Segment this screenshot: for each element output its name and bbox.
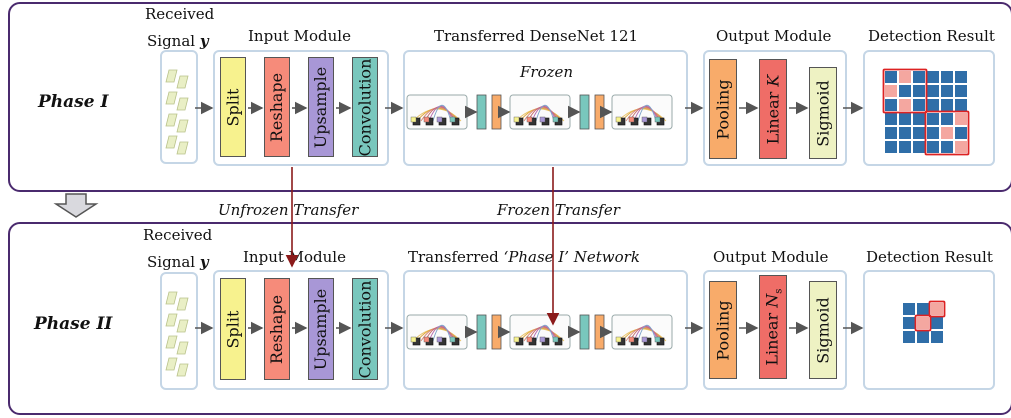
input-module-title: Input Module xyxy=(248,27,351,45)
frozen-label: Frozen xyxy=(520,63,574,81)
phase-1-label: Phase I xyxy=(38,92,109,112)
signal-label-2: Signal y xyxy=(147,253,209,271)
signal-symbol-2: y xyxy=(199,253,209,271)
frozen-transfer-label: Frozen Transfer xyxy=(497,201,620,219)
received-signal-box xyxy=(160,50,198,164)
convolution-block: Convolution xyxy=(352,57,378,157)
received-label-2: Received xyxy=(143,226,213,244)
reshape-block-2: Reshape xyxy=(264,278,290,380)
pooling-block: Pooling xyxy=(709,59,737,159)
phase-2-label: Phase II xyxy=(34,314,113,334)
signal-text-2: Signal xyxy=(147,253,196,271)
split-block-2: Split xyxy=(220,278,246,380)
input-module-title-2: Input Module xyxy=(243,248,346,266)
detection-result-title: Detection Result xyxy=(868,27,995,45)
signal-symbol: y xyxy=(199,32,209,50)
detection-result-box-2 xyxy=(863,270,995,390)
detection-result-box xyxy=(863,50,995,166)
linear-ns-block: Linear Ns xyxy=(759,275,787,379)
pooling-block-2: Pooling xyxy=(709,281,737,379)
output-module-title: Output Module xyxy=(716,27,832,45)
phase-2-frame xyxy=(8,222,1011,415)
upsample-block: Upsample xyxy=(308,57,334,157)
unfrozen-transfer-label: Unfrozen Transfer xyxy=(218,201,359,219)
sigmoid-block: Sigmoid xyxy=(809,67,837,159)
network-box-2 xyxy=(403,270,688,390)
network-title-2: Transferred ‘Phase I’ Network xyxy=(408,248,640,266)
signal-label: Signal y xyxy=(147,32,209,50)
split-block: Split xyxy=(220,57,246,157)
linear-k-block: Linear K xyxy=(759,59,787,159)
signal-text: Signal xyxy=(147,32,196,50)
sigmoid-block-2: Sigmoid xyxy=(809,281,837,379)
reshape-block: Reshape xyxy=(264,57,290,157)
output-module-title-2: Output Module xyxy=(713,248,829,266)
convolution-block-2: Convolution xyxy=(352,278,378,380)
upsample-block-2: Upsample xyxy=(308,278,334,380)
received-signal-box-2 xyxy=(160,272,198,390)
detection-result-title-2: Detection Result xyxy=(866,248,993,266)
phase-1-frame xyxy=(8,2,1011,192)
densenet-title: Transferred DenseNet 121 xyxy=(434,27,639,45)
received-label: Received xyxy=(145,5,215,23)
